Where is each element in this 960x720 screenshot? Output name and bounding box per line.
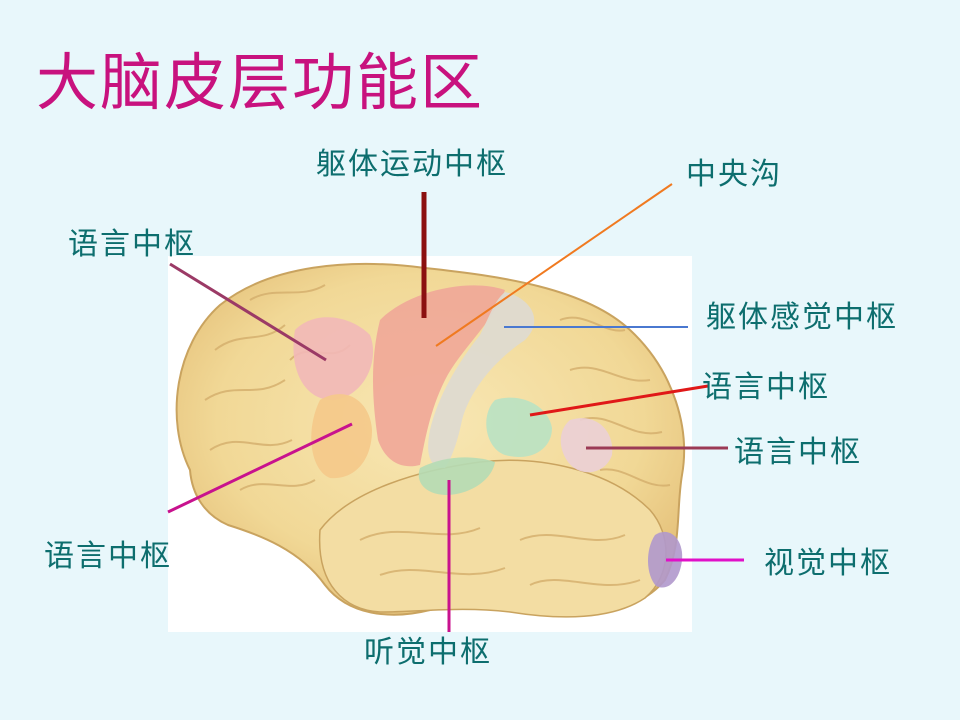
label-speech-right-2: 语言中枢	[734, 435, 862, 470]
visual-area	[647, 531, 683, 588]
somatosensory-area	[428, 292, 535, 468]
label-central-sulcus: 中央沟	[686, 157, 782, 192]
speech-area-frontal-upper	[293, 317, 374, 401]
speech-lower-left-leader-line	[167, 422, 353, 514]
label-speech-lower-left: 语言中枢	[44, 539, 172, 574]
label-visual-center: 视觉中枢	[764, 546, 892, 581]
label-somatosensory-center: 躯体感觉中枢	[706, 300, 898, 335]
speech-area-frontal-lower	[311, 394, 372, 479]
motor-cortex-area	[373, 285, 505, 467]
speech-area-parietal	[486, 397, 552, 457]
label-speech-right-1: 语言中枢	[702, 370, 830, 405]
page-title: 大脑皮层功能区	[36, 46, 485, 119]
label-motor-center: 躯体运动中枢	[316, 147, 508, 182]
auditory-area	[418, 457, 495, 495]
label-auditory-center: 听觉中枢	[364, 635, 492, 670]
label-speech-upper-left: 语言中枢	[68, 227, 196, 262]
central-sulcus-leader-line	[435, 183, 673, 347]
speech-area-temporal	[560, 418, 613, 473]
speech-upper-left-leader-line	[169, 262, 327, 362]
gyri-pattern	[204, 284, 671, 586]
speech-right-1-leader-line	[529, 384, 709, 417]
